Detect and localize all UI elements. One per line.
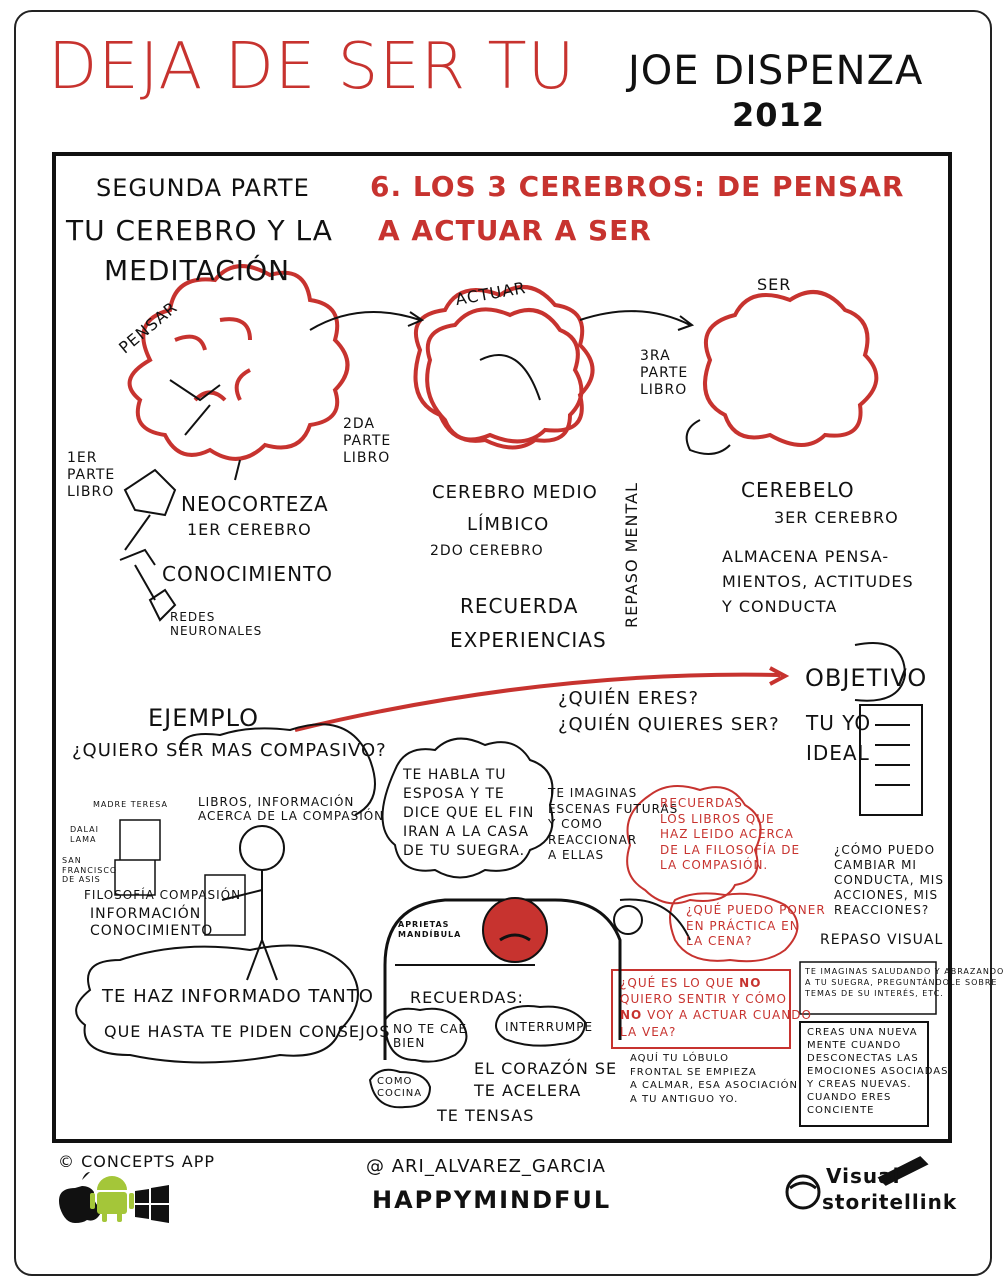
advice-text: QUE HASTA TE PIDEN CONSEJOS xyxy=(104,1022,391,1041)
poster-frame xyxy=(14,10,992,1276)
second-part-label: 2DA PARTE LIBRO xyxy=(343,416,392,466)
content-panel xyxy=(52,152,952,1143)
remember-books-text: RECUERDAS LOS LIBROS QUE HAZ LEIDO ACERC… xyxy=(660,796,801,873)
limbic-brain-icon xyxy=(413,285,595,450)
recuerda-label: RECUERDA xyxy=(460,594,579,618)
philosophy-label: FILOSOFÍA COMPASIÓN xyxy=(84,888,242,902)
books-info-label: LIBROS, INFORMACIÓN ACERCA DE LA COMPASI… xyxy=(198,795,385,824)
person-icon xyxy=(239,825,285,871)
example-heading: EJEMPLO xyxy=(148,704,259,732)
how-can-i-change-text: ¿CÓMO PUEDO CAMBIAR MI CONDUCTA, MIS ACC… xyxy=(834,843,944,917)
arrow-icon xyxy=(309,311,425,331)
dalai-lama-label: DALAI LAMA xyxy=(70,825,99,844)
first-part-label: 1ER PARTE LIBRO xyxy=(67,450,116,500)
windows-icon xyxy=(135,1185,169,1223)
neocortex-brain-icon xyxy=(127,264,350,461)
what-can-i-apply-text: ¿QUÉ PUEDO PONER EN PRÁCTICA EN LA CENA? xyxy=(686,903,826,949)
who-want-to-be: ¿QUIÉN QUIERES SER? xyxy=(558,714,780,735)
stores-label: ALMACENA PENSA- MIENTOS, ACTITUDES Y CON… xyxy=(722,547,914,616)
author-handle: @ ARI_ALVAREZ_GARCIA xyxy=(366,1156,606,1177)
how-she-cooks-text: COMO COCINA xyxy=(377,1076,423,1099)
neural-networks-label: REDES NEURONALES xyxy=(170,610,263,639)
ser-label: SER xyxy=(757,275,792,294)
tense-up-text: TE TENSAS xyxy=(437,1106,535,1125)
question-part-2: QUIERO SENTIR Y CÓMO xyxy=(620,992,787,1007)
recuerdas-label: RECUERDAS: xyxy=(410,988,524,1007)
no-emphasis-2: NO xyxy=(620,1008,643,1023)
no-emphasis-1: NO xyxy=(739,976,762,990)
document-icon xyxy=(859,704,923,816)
visual-rehearsal-label: REPASO VISUAL xyxy=(820,932,944,948)
third-part-label: 3RA PARTE LIBRO xyxy=(640,348,689,398)
feeling-box xyxy=(611,969,791,1049)
imagine-greeting-text: TE IMAGINAS SALUDANDO Y ABRAZANDO A TU S… xyxy=(805,967,1005,999)
author-name: JOE DISPENZA xyxy=(628,48,924,94)
arrow-icon xyxy=(579,310,695,331)
visual-storitellink-logo xyxy=(785,1156,929,1210)
visual-logo-text: Visual xyxy=(826,1164,901,1188)
information-knowledge-label: INFORMACIÓN CONOCIMIENTO xyxy=(90,906,214,939)
midbrain-label: CEREBRO MEDIO xyxy=(432,482,598,503)
mother-teresa-label: MADRE TERESA xyxy=(93,800,168,809)
heart-races-text: EL CORAZÓN SE TE ACELERA xyxy=(474,1059,618,1100)
frontal-lobe-text: AQUÍ TU LÓBULO FRONTAL SE EMPIEZA A CALM… xyxy=(630,1053,798,1105)
cerebellum-label: CEREBELO xyxy=(741,478,855,502)
wife-speaks-text: TE HABLA TU ESPOSA Y TE DICE QUE EL FIN … xyxy=(403,767,535,859)
neocortex-label: NEOCORTEZA xyxy=(181,492,329,516)
mental-rehearsal-label: REPASO MENTAL xyxy=(622,482,641,628)
what-dont-want-feel-text: ¿QUÉ ES LO QUE NO QUIERO SENTIR Y CÓMO N… xyxy=(620,975,812,1040)
ideal-self-label: TU YO IDEAL xyxy=(806,711,872,765)
apple-icon xyxy=(59,1172,102,1223)
informed-text: TE HAZ INFORMADO TANTO xyxy=(102,986,374,1007)
car-icon xyxy=(383,898,622,1060)
cloud-bubble xyxy=(75,944,359,1064)
new-mind-box xyxy=(799,1021,929,1127)
subtitle-line-2: MEDITACIÓN xyxy=(104,254,291,287)
first-brain-label: 1ER CEREBRO xyxy=(187,520,312,539)
imagine-scenes-text: TE IMAGINAS ESCENAS FUTURAS Y COMO REACC… xyxy=(548,786,679,863)
driver-icon xyxy=(613,905,643,935)
android-icon xyxy=(90,1176,134,1222)
concepts-app-label: © CONCEPTS APP xyxy=(58,1152,216,1171)
memory-bubble xyxy=(626,785,762,905)
chapter-title-line-1: 6. LOS 3 CEREBROS: DE PENSAR xyxy=(370,170,905,203)
question-part-3: VOY A ACTUAR CUANDO LA VEA? xyxy=(620,1008,812,1039)
objective-label: OBJETIVO xyxy=(805,664,928,692)
cerebellum-brain-icon xyxy=(703,290,879,447)
storitellink-logo-text: storitellink xyxy=(822,1190,958,1214)
san-francisco-label: SAN FRANCISCO DE ASIS xyxy=(62,856,118,885)
clench-jaw-label: APRIETAS MANDÍBULA xyxy=(398,920,462,939)
neuron-icon xyxy=(119,379,241,622)
question-part-1: ¿QUÉ ES LO QUE xyxy=(620,976,740,990)
dislike-text: NO TE CAE BIEN xyxy=(393,1022,468,1051)
limbic-label: LÍMBICO xyxy=(467,514,550,535)
poster-title: DEJA DE SER TU xyxy=(48,30,576,104)
conocimiento-label: CONOCIMIENTO xyxy=(162,562,333,586)
second-brain-label: 2DO CEREBRO xyxy=(430,543,544,559)
subtitle-line-1: TU CEREBRO Y LA xyxy=(66,214,333,247)
angry-face-icon xyxy=(482,897,548,963)
chapter-title-line-2: A ACTUAR A SER xyxy=(378,214,652,247)
new-mind-text: CREAS UNA NUEVA MENTE CUANDO DESCONECTAS… xyxy=(807,1027,949,1116)
experiencias-label: EXPERIENCIAS xyxy=(450,628,607,652)
goal-arrow-icon xyxy=(294,666,790,732)
interrupts-text: INTERRUMPE xyxy=(505,1020,594,1034)
who-are-you: ¿QUIÉN ERES? xyxy=(558,688,699,709)
compassion-question: ¿QUIERO SER MAS COMPASIVO? xyxy=(72,740,387,761)
brand-name: HAPPYMINDFUL xyxy=(372,1186,612,1214)
visual-review-box xyxy=(799,961,937,1015)
question-bubble xyxy=(669,892,799,963)
part-label: SEGUNDA PARTE xyxy=(96,174,310,202)
third-brain-label: 3ER CEREBRO xyxy=(774,508,899,527)
thought-bubble xyxy=(381,737,554,879)
publication-year: 2012 xyxy=(732,96,826,134)
